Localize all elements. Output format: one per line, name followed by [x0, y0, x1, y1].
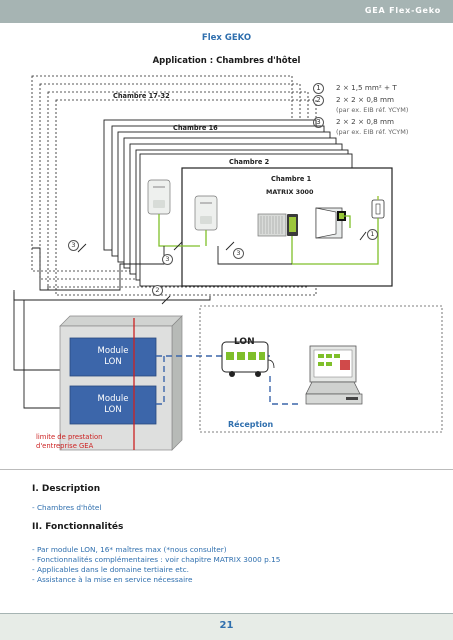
legend-text: 2 × 2 × 0,8 mm — [336, 117, 395, 126]
module-label-line: Module — [97, 346, 129, 356]
fonctionnalites-heading: II. Fonctionnalités — [32, 522, 124, 532]
footer-rule — [0, 613, 453, 614]
fonctionnalites-item: - Fonctionnalités complémentaires : voir… — [32, 555, 281, 564]
legend-number: 3 — [313, 117, 324, 128]
limit-label: limite de prestation d'entreprise GEA — [36, 433, 102, 451]
window-device — [315, 207, 346, 239]
limit-label-line: limite de prestation — [36, 433, 103, 441]
marker-1-right: 1 — [367, 229, 378, 240]
legend-item: 1 2 × 1,5 mm² + T — [313, 83, 408, 94]
legend-number: 2 — [313, 95, 324, 106]
thermostat-device — [194, 195, 218, 231]
matrix-3000-device — [257, 213, 298, 237]
fonctionnalites-item: - Applicables dans le domaine tertiaire … — [32, 565, 189, 574]
module-label-line: Module — [97, 394, 129, 404]
bus-wire — [32, 247, 49, 291]
label-chambre-17-32: Chambre 17-32 — [113, 92, 170, 100]
fonctionnalites-item: - Par module LON, 16* maîtres max (*nous… — [32, 545, 227, 554]
label-chambre-16: Chambre 16 — [173, 124, 218, 132]
thermostat-device — [147, 179, 171, 215]
server-cabinet — [59, 315, 183, 451]
marker-2: 2 — [152, 285, 163, 296]
footer-bar — [0, 614, 453, 640]
application-title: Application : Chambres d'hôtel — [152, 56, 301, 66]
label-matrix: MATRIX 3000 — [266, 188, 314, 196]
module-lon-top — [69, 337, 157, 377]
header-bar: GEA Flex-Geko — [0, 0, 453, 23]
module-lon-top-label: Module LON — [70, 346, 156, 368]
contact-device — [371, 196, 385, 219]
bus-wire — [23, 300, 60, 409]
power-wire — [291, 218, 379, 265]
legend-number: 1 — [313, 83, 324, 94]
module-lon-bottom — [69, 385, 157, 425]
limit-label-line: d'entreprise GEA — [36, 442, 94, 450]
marker-3-center: 3 — [233, 248, 244, 259]
legend-subtext: (par ex. EIB réf. YCYM) — [336, 106, 409, 114]
section-divider — [0, 469, 453, 470]
brand-label: GEA Flex-Geko — [364, 6, 441, 15]
legend-text: 2 × 1,5 mm² + T — [336, 83, 397, 92]
lon-bus-label: LON — [234, 337, 255, 347]
label-chambre-1: Chambre 1 — [271, 175, 312, 183]
reception-label: Réception — [228, 420, 274, 429]
module-label-line: LON — [104, 405, 122, 415]
computer-icon — [305, 345, 363, 405]
cable-legend: 1 2 × 1,5 mm² + T 2 2 × 2 × 0,8 mm (par … — [313, 83, 408, 139]
legend-subtext: (par ex. EIB réf. YCYM) — [336, 128, 409, 136]
label-chambre-2: Chambre 2 — [229, 158, 270, 166]
bus-wire — [13, 290, 60, 371]
reception-zone — [199, 305, 443, 433]
document-title: Flex GEKO — [201, 33, 252, 43]
marker-3-mid: 3 — [162, 254, 173, 265]
module-label-line: LON — [104, 357, 122, 367]
page-number: 21 — [219, 620, 234, 631]
legend-text: 2 × 2 × 0,8 mm — [336, 95, 395, 104]
module-lon-bottom-label: Module LON — [70, 394, 156, 416]
legend-item: 2 2 × 2 × 0,8 mm (par ex. EIB réf. YCYM) — [313, 95, 408, 115]
legend-item: 3 2 × 2 × 0,8 mm (par ex. EIB réf. YCYM) — [313, 117, 408, 137]
description-item: - Chambres d'hôtel — [32, 503, 102, 512]
lon-bus-icon — [221, 341, 275, 377]
description-heading: I. Description — [32, 484, 101, 494]
marker-3-left: 3 — [68, 240, 79, 251]
fonctionnalites-item: - Assistance à la mise en service nécess… — [32, 575, 193, 584]
